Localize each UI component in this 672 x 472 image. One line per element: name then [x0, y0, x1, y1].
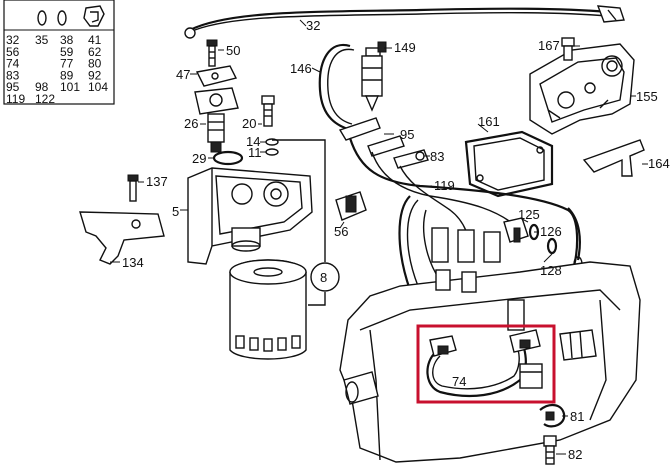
legend-cell: 92	[88, 68, 102, 82]
callout-circle	[310, 262, 340, 292]
fuel-line-32	[184, 5, 625, 39]
label-126: 126	[540, 224, 562, 239]
bracket-164	[582, 139, 645, 177]
connector-83	[393, 149, 429, 169]
part-labels: 32 50 47 146 149 167 155 26 20 14 11 29 …	[122, 18, 670, 462]
bracket-134	[79, 211, 165, 265]
legend-cell: 35	[35, 33, 49, 47]
label-74: 74	[452, 374, 466, 389]
clip-81	[539, 404, 566, 428]
connector-95	[338, 117, 405, 157]
label-56: 56	[334, 224, 348, 239]
hose-146	[318, 43, 355, 132]
legend-cell: 32	[6, 33, 20, 47]
leak-off-line-74	[426, 329, 543, 398]
bolt-137	[127, 174, 139, 202]
legend-cell: 104	[88, 80, 108, 94]
legend-cell: 89	[60, 68, 74, 82]
label-119: 119	[434, 178, 455, 193]
injection-pump-body	[339, 227, 641, 463]
legend-cell: 101	[60, 80, 80, 94]
legend-cell: 77	[60, 57, 74, 71]
label-164: 164	[648, 156, 670, 171]
o-ring-29	[212, 150, 244, 166]
legend-cell: 98	[35, 80, 49, 94]
label-146: 146	[290, 61, 312, 76]
pump-26	[194, 87, 239, 153]
bolt-167	[561, 37, 575, 61]
gasket-161	[464, 130, 554, 198]
highlight-box	[416, 324, 556, 404]
filter-housing-5	[187, 167, 313, 265]
filter-cartridge-8	[229, 259, 307, 360]
washer-icon	[37, 10, 67, 26]
label-128: 128	[540, 263, 562, 278]
legend-cell: 62	[88, 45, 102, 59]
fitting-56	[335, 191, 367, 221]
label-83: 83	[430, 149, 444, 164]
bolt-20	[261, 95, 275, 127]
label-50: 50	[226, 43, 240, 58]
label-5: 5	[172, 204, 179, 219]
label-82: 82	[568, 447, 582, 462]
legend-cell: 80	[88, 57, 102, 71]
legend-cell: 83	[6, 68, 20, 82]
plate-47	[195, 65, 238, 87]
legend-cell: 95	[6, 80, 20, 94]
label-125: 125	[518, 207, 540, 222]
label-47: 47	[176, 67, 190, 82]
label-134: 134	[122, 255, 144, 270]
label-26: 26	[184, 116, 198, 131]
screw-82	[543, 435, 557, 465]
label-29: 29	[192, 151, 206, 166]
seal-11	[265, 148, 279, 156]
label-137: 137	[146, 174, 168, 189]
label-149: 149	[394, 40, 416, 55]
label-32: 32	[306, 18, 320, 33]
label-14: 14	[246, 134, 260, 149]
banjo-bolt-125	[503, 217, 529, 243]
housing-155	[529, 43, 635, 135]
leader-lines	[110, 19, 648, 455]
legend-table: 32 35 38 41 56 59 62 74 77 80 83 89 92 95 98 101 104 119 1…	[3, 0, 115, 106]
callout-bracket-8	[272, 139, 340, 306]
label-155: 155	[636, 89, 658, 104]
label-20: 20	[242, 116, 256, 131]
legend-cell: 119	[6, 92, 25, 106]
label-161: 161	[478, 114, 500, 129]
clip-icon	[83, 5, 105, 27]
legend-cell: 74	[6, 57, 20, 71]
label-11: 11	[248, 145, 262, 160]
label-8: 8	[320, 270, 327, 285]
label-167: 167	[538, 38, 560, 53]
legend-cell: 56	[6, 45, 20, 59]
legend-cell: 41	[88, 33, 102, 47]
label-95: 95	[400, 127, 414, 142]
valve-149	[361, 41, 387, 112]
bolt-50	[206, 39, 218, 67]
legend-cell: 59	[60, 45, 74, 59]
legend-cell: 38	[60, 33, 74, 47]
legend-cell: 122	[35, 92, 55, 106]
label-81: 81	[570, 409, 584, 424]
